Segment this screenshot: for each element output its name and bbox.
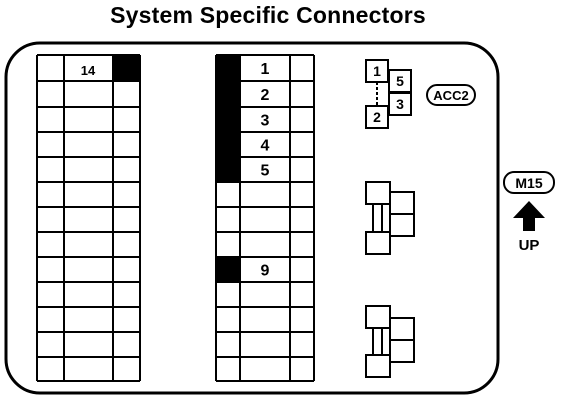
up-arrow-icon <box>513 201 545 231</box>
connector-pin-box <box>365 181 391 205</box>
connector-pin-box <box>389 213 415 237</box>
m15-badge-outline <box>503 171 555 194</box>
acc2-badge-outline <box>426 84 476 106</box>
acc2-pin-2-label: 2 <box>373 109 381 125</box>
middle-connector-block <box>215 54 315 382</box>
page-title: System Specific Connectors <box>110 2 426 28</box>
left-block-black-cell <box>113 55 140 81</box>
left-block-label-14: 14 <box>81 63 96 78</box>
connector-pin-box <box>389 191 415 215</box>
connector-pin-box <box>365 305 391 329</box>
up-label: UP <box>519 237 540 254</box>
acc2-pin-5-label: 5 <box>396 73 404 89</box>
left-connector-block <box>36 54 141 382</box>
acc2-pin-1-label: 1 <box>373 63 381 79</box>
middle-block-pin-labels: 1 2 3 4 5 9 <box>261 61 270 280</box>
middle-block-pin-label: 5 <box>261 163 270 180</box>
acc2-badge-label: ACC2 <box>433 88 468 103</box>
connector-pin-box <box>389 339 415 363</box>
middle-block-pin-label: 4 <box>261 138 270 155</box>
middle-block-pin-label: 3 <box>261 113 270 130</box>
middle-block-pin-label: 1 <box>261 61 270 78</box>
connector-pin-box <box>365 231 391 255</box>
m15-badge-label: M15 <box>515 175 542 191</box>
unlabeled-connector-middle <box>365 181 415 255</box>
enclosure-outline <box>4 41 500 395</box>
acc2-connector: 1 5 3 2 ACC2 <box>365 59 476 129</box>
middle-block-black-cell <box>216 55 240 81</box>
middle-block-black-cell <box>216 107 240 132</box>
middle-block-pin-label: 9 <box>261 263 270 280</box>
acc2-pin-2-box <box>365 105 389 129</box>
connector-pin-box <box>365 354 391 378</box>
connector-pin-box <box>389 317 415 341</box>
unlabeled-connector-bottom <box>365 305 415 378</box>
acc2-pin-3-label: 3 <box>396 96 404 112</box>
middle-block-black-cell <box>216 132 240 157</box>
middle-block-black-cell <box>216 81 240 107</box>
middle-block-black-cell <box>216 257 240 282</box>
middle-block-black-cell <box>216 157 240 182</box>
middle-block-pin-label: 2 <box>261 87 270 104</box>
acc2-pin-3-box <box>388 92 412 116</box>
